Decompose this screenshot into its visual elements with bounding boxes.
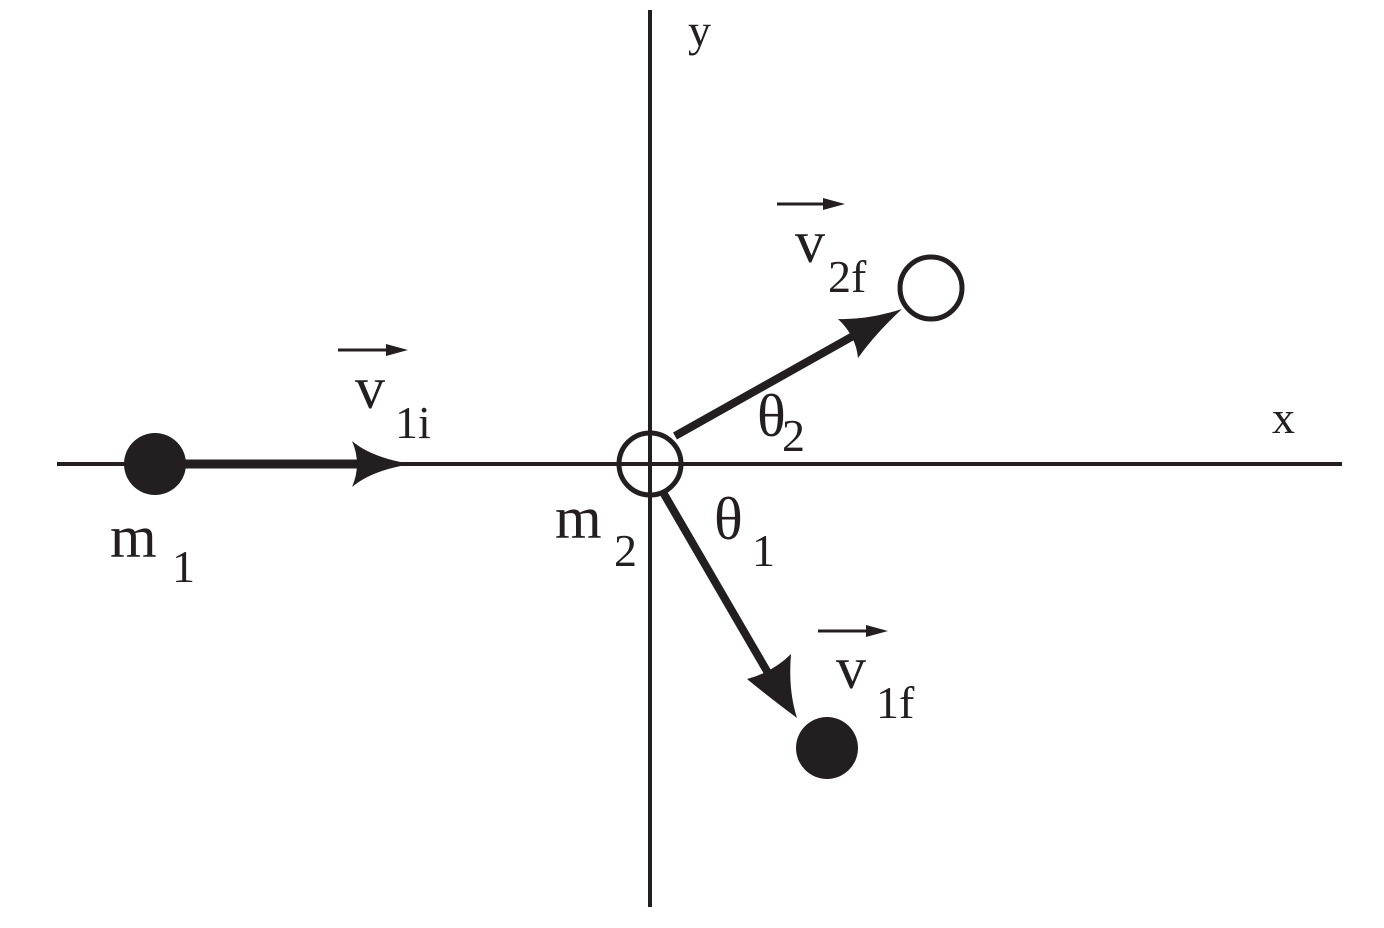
m2-subscript: 2 [614,525,637,576]
mass-m2-final [897,254,965,322]
x-axis-label: x [1272,392,1295,443]
theta1-subscript: 1 [752,525,775,576]
v1f-arrowhead [747,654,797,718]
mass-m1-final [796,717,858,779]
mass-m1 [124,433,186,495]
v1i-vector-overarrow [338,344,408,356]
m1-subscript: 1 [172,541,195,592]
theta2-symbol: θ [757,383,786,449]
v1f-symbol: v [836,635,866,701]
v1i-arrowhead [352,441,412,487]
m2-symbol: m [555,485,602,551]
v1f-arrow-shaft [660,491,779,688]
v1f-subscript: 1f [876,677,915,728]
v2f-arrowhead [838,309,902,358]
mass-m2 [616,430,684,498]
theta2-subscript: 2 [782,410,805,461]
v2f-symbol: v [795,209,825,275]
v1i-subscript: 1i [395,397,431,448]
v2f-arrow-shaft [673,327,864,440]
v1f-vector-overarrow [818,625,888,637]
v1i-symbol: v [355,355,385,421]
y-axis-label: y [688,5,711,56]
v2f-subscript: 2f [828,251,867,302]
m1-symbol: m [110,504,157,570]
theta1-symbol: θ [714,486,743,552]
v2f-vector-overarrow [777,198,845,210]
